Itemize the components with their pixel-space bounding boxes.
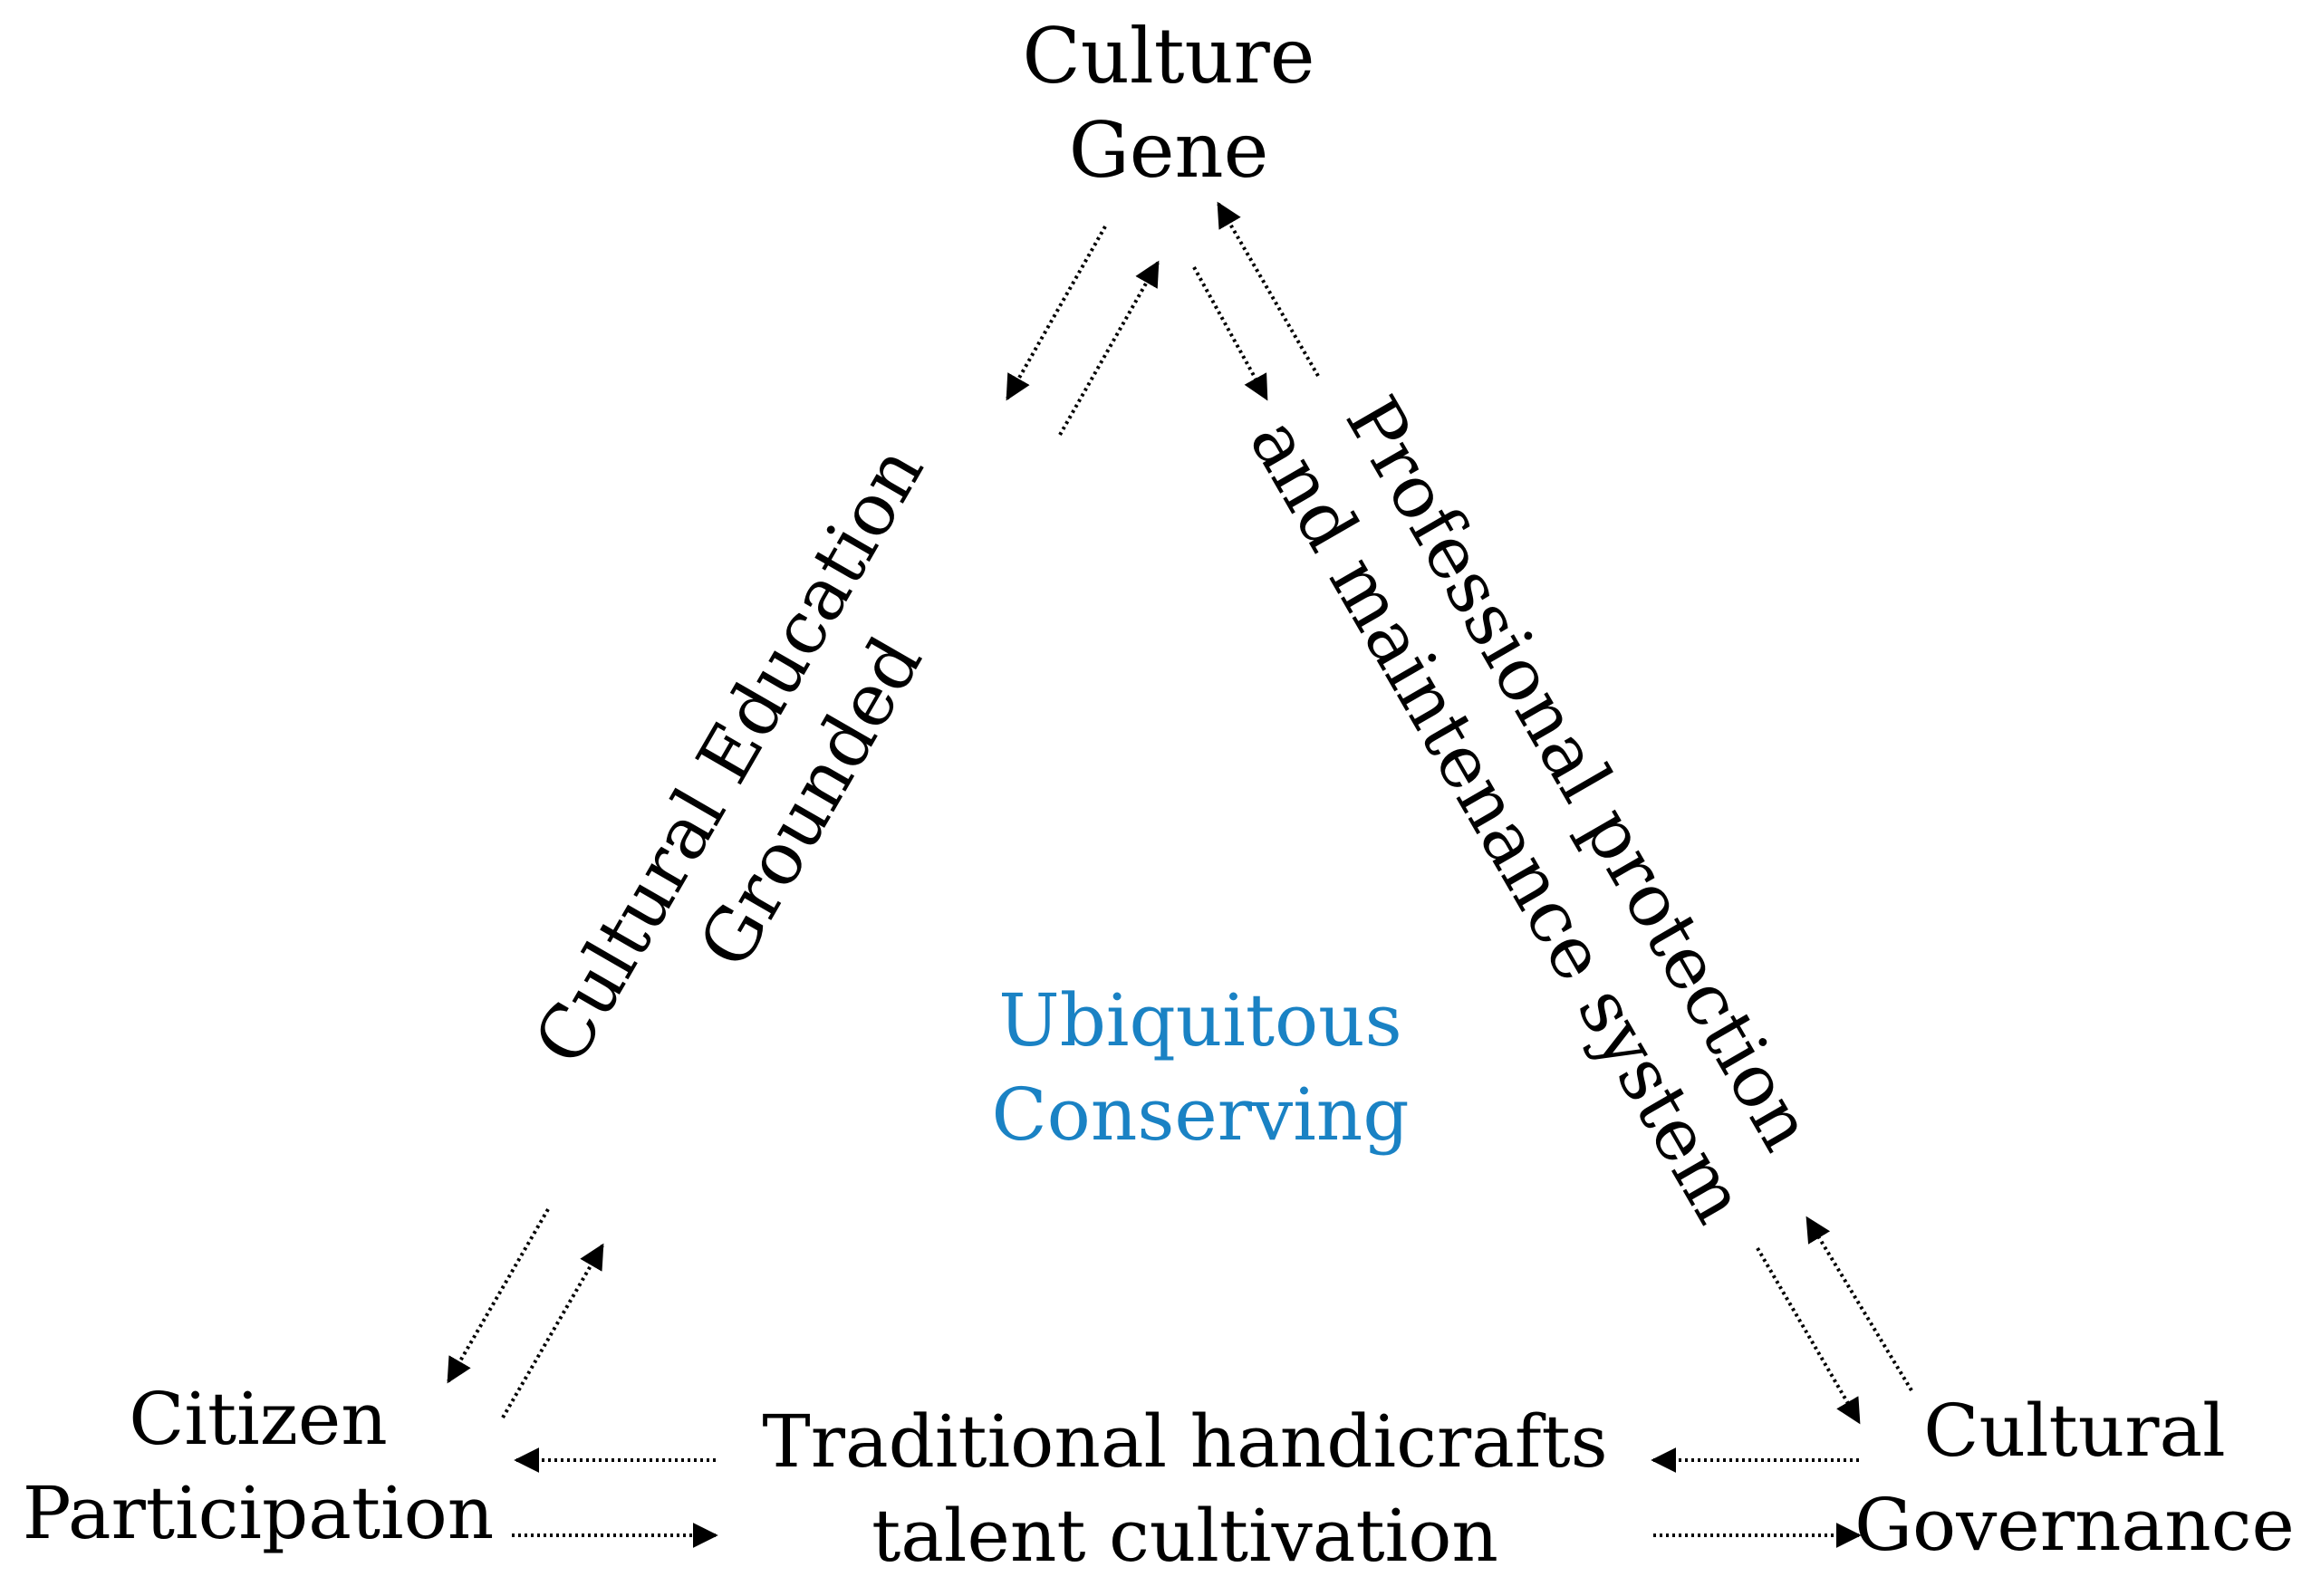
node-talent-cultivation: Traditional handicrafts talent cultivati…	[762, 1395, 1607, 1583]
node-cultural-governance: Cultural Governance	[1854, 1384, 2295, 1572]
arrow-governance-to-protection	[1805, 1216, 1913, 1392]
node-culture-gene-line2: Gene	[1068, 106, 1269, 195]
node-talent-line1: Traditional handicrafts	[762, 1399, 1608, 1484]
node-culture-gene: Culture Gene	[1023, 9, 1315, 197]
center-label-line2: Conserving	[991, 1072, 1410, 1157]
center-label-ubiquitous-conserving: Ubiquitous Conserving	[991, 974, 1409, 1162]
center-label-line1: Ubiquitous	[998, 978, 1402, 1062]
arrow-protection-to-gene	[1217, 201, 1320, 378]
node-citizen-line2: Participation	[22, 1471, 495, 1555]
arrow-protection-to-governance	[1756, 1246, 1861, 1425]
node-citizen-participation: Citizen Participation	[23, 1372, 495, 1561]
node-talent-line2: talent cultivation	[871, 1494, 1498, 1578]
node-governance-line1: Cultural	[1923, 1389, 2226, 1473]
arrow-education-to-citizen	[447, 1207, 550, 1384]
node-citizen-line1: Citizen	[129, 1377, 388, 1461]
arrow-education-to-gene	[1058, 260, 1160, 436]
node-governance-line2: Governance	[1854, 1483, 2295, 1567]
node-culture-gene-line1: Culture	[1022, 12, 1315, 101]
arrow-gene-to-protection	[1192, 266, 1268, 401]
arrow-gene-to-education	[1006, 226, 1107, 401]
arrow-citizen-to-education	[501, 1243, 604, 1419]
